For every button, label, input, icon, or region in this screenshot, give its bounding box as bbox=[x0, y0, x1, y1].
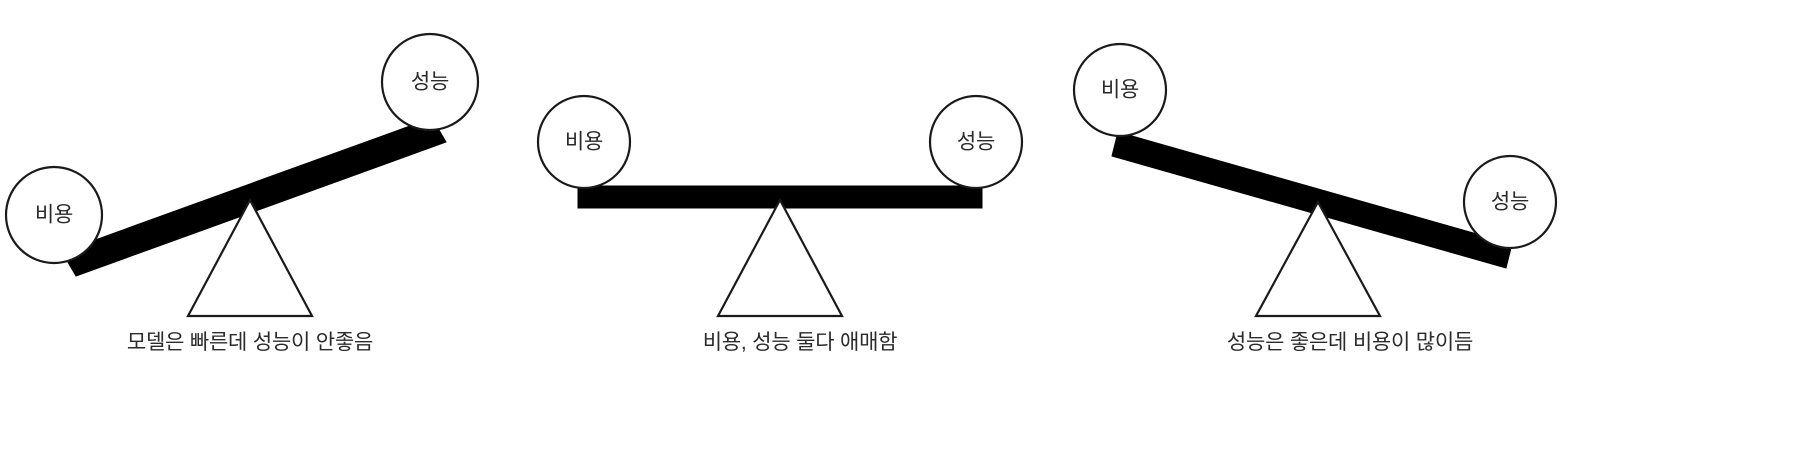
node-circle bbox=[1072, 42, 1168, 138]
beam-tilted-left-down bbox=[61, 117, 447, 277]
node-cost[interactable]: 비용 bbox=[4, 165, 104, 265]
panel-caption-2: 비용, 성능 둘다 애매함 bbox=[702, 331, 898, 354]
fulcrum-triangle bbox=[716, 197, 844, 318]
fulcrum-triangle bbox=[1254, 199, 1382, 318]
node-circle bbox=[928, 94, 1024, 190]
node-circle bbox=[536, 94, 632, 190]
node-cost[interactable]: 비용 bbox=[536, 94, 632, 190]
node-circle bbox=[4, 165, 104, 265]
seesaw-panel-3: 비용 성능 성능은 좋은데 비용이 많이듬 bbox=[1070, 0, 1630, 470]
node-label-cost: 비용 bbox=[565, 131, 603, 154]
beam-bar bbox=[1111, 131, 1513, 269]
seesaw-diagram-3: 비용 성능 bbox=[1072, 42, 1558, 318]
node-performance[interactable]: 성능 bbox=[928, 94, 1024, 190]
node-label-cost: 비용 bbox=[35, 204, 73, 227]
seesaw-panel-2: 비용 성능 비용, 성능 둘다 애매함 bbox=[520, 0, 1080, 470]
node-label-performance: 성능 bbox=[957, 131, 995, 154]
fulcrum-triangle bbox=[186, 197, 314, 318]
seesaw-diagram-2: 비용 성능 bbox=[536, 94, 1024, 318]
node-performance[interactable]: 성능 bbox=[1462, 154, 1558, 250]
node-label-cost: 비용 bbox=[1101, 79, 1139, 102]
panel-caption-3: 성능은 좋은데 비용이 많이듬 bbox=[1226, 331, 1474, 354]
seesaw-panel-1: 비용 성능 모델은 빠른데 성능이 안좋음 bbox=[0, 0, 500, 470]
node-cost[interactable]: 비용 bbox=[1072, 42, 1168, 138]
node-circle bbox=[380, 32, 480, 132]
beam-bar bbox=[61, 117, 447, 277]
node-label-performance: 성능 bbox=[1491, 191, 1529, 214]
panel-caption-1: 모델은 빠른데 성능이 안좋음 bbox=[126, 331, 374, 354]
beam-tilted-right-down bbox=[1111, 131, 1513, 269]
seesaw-diagram-1: 비용 성능 bbox=[4, 32, 480, 318]
node-circle bbox=[1462, 154, 1558, 250]
node-performance[interactable]: 성능 bbox=[380, 32, 480, 132]
node-label-performance: 성능 bbox=[411, 71, 449, 94]
